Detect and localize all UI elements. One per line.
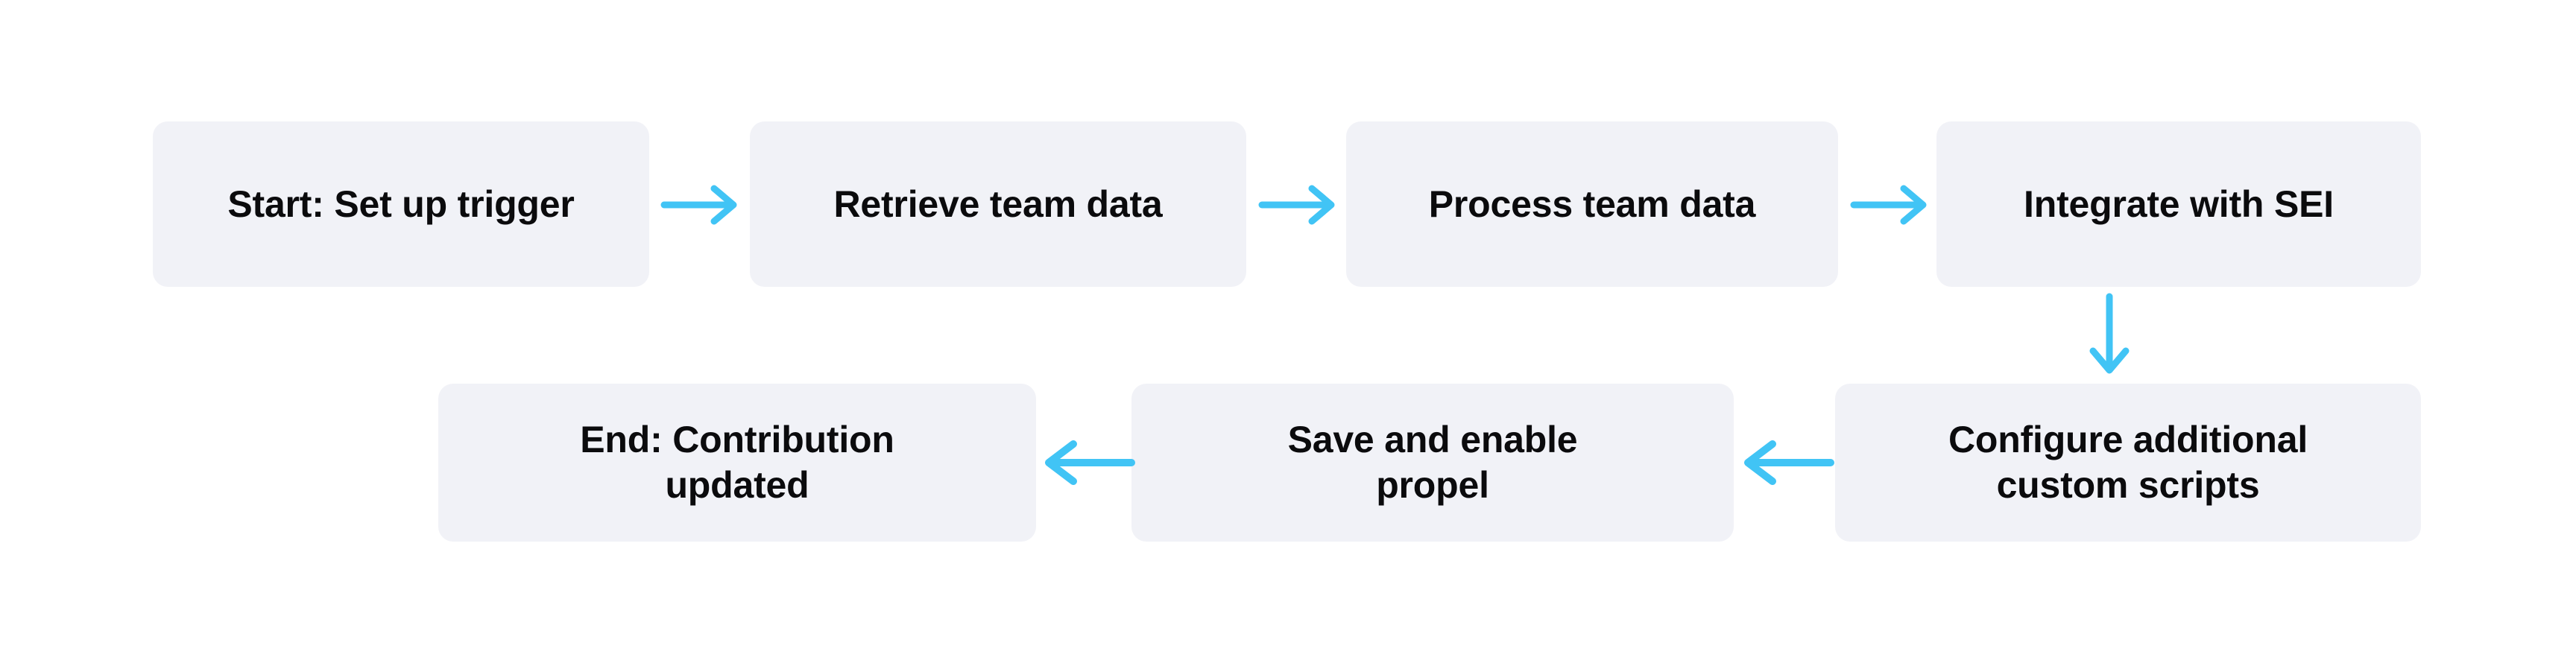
flow-node-end-contribution-updated[interactable]: End: Contribution updated [438,384,1036,542]
flow-node-end-contribution-updated-label: End: Contribution updated [580,419,894,506]
flow-node-retrieve-team-data[interactable]: Retrieve team data [750,121,1246,287]
arrow-left-configure-to-save [1743,438,1835,487]
flow-node-save-and-enable-propel[interactable]: Save and enable propel [1131,384,1734,542]
flow-node-process-team-data[interactable]: Process team data [1346,121,1838,287]
flow-node-start[interactable]: Start: Set up trigger [153,121,649,287]
flow-node-configure-custom-scripts[interactable]: Configure additional custom scripts [1835,384,2421,542]
flow-node-start-label: Start: Set up trigger [227,183,575,225]
arrow-right-process-to-integrate [1850,183,1929,227]
flow-node-integrate-with-sei-label: Integrate with SEI [2024,183,2334,225]
flow-node-retrieve-team-data-label: Retrieve team data [833,183,1163,225]
flow-node-integrate-with-sei[interactable]: Integrate with SEI [1936,121,2421,287]
arrow-right-start-to-retrieve [660,183,739,227]
flow-node-configure-custom-scripts-label: Configure additional custom scripts [1948,419,2308,506]
arrow-left-save-to-end [1044,438,1136,487]
flow-node-save-and-enable-propel-label: Save and enable propel [1287,419,1578,506]
arrow-down-integrate-to-configure [2087,293,2132,376]
arrow-right-retrieve-to-process [1258,183,1337,227]
flow-node-process-team-data-label: Process team data [1428,183,1756,225]
